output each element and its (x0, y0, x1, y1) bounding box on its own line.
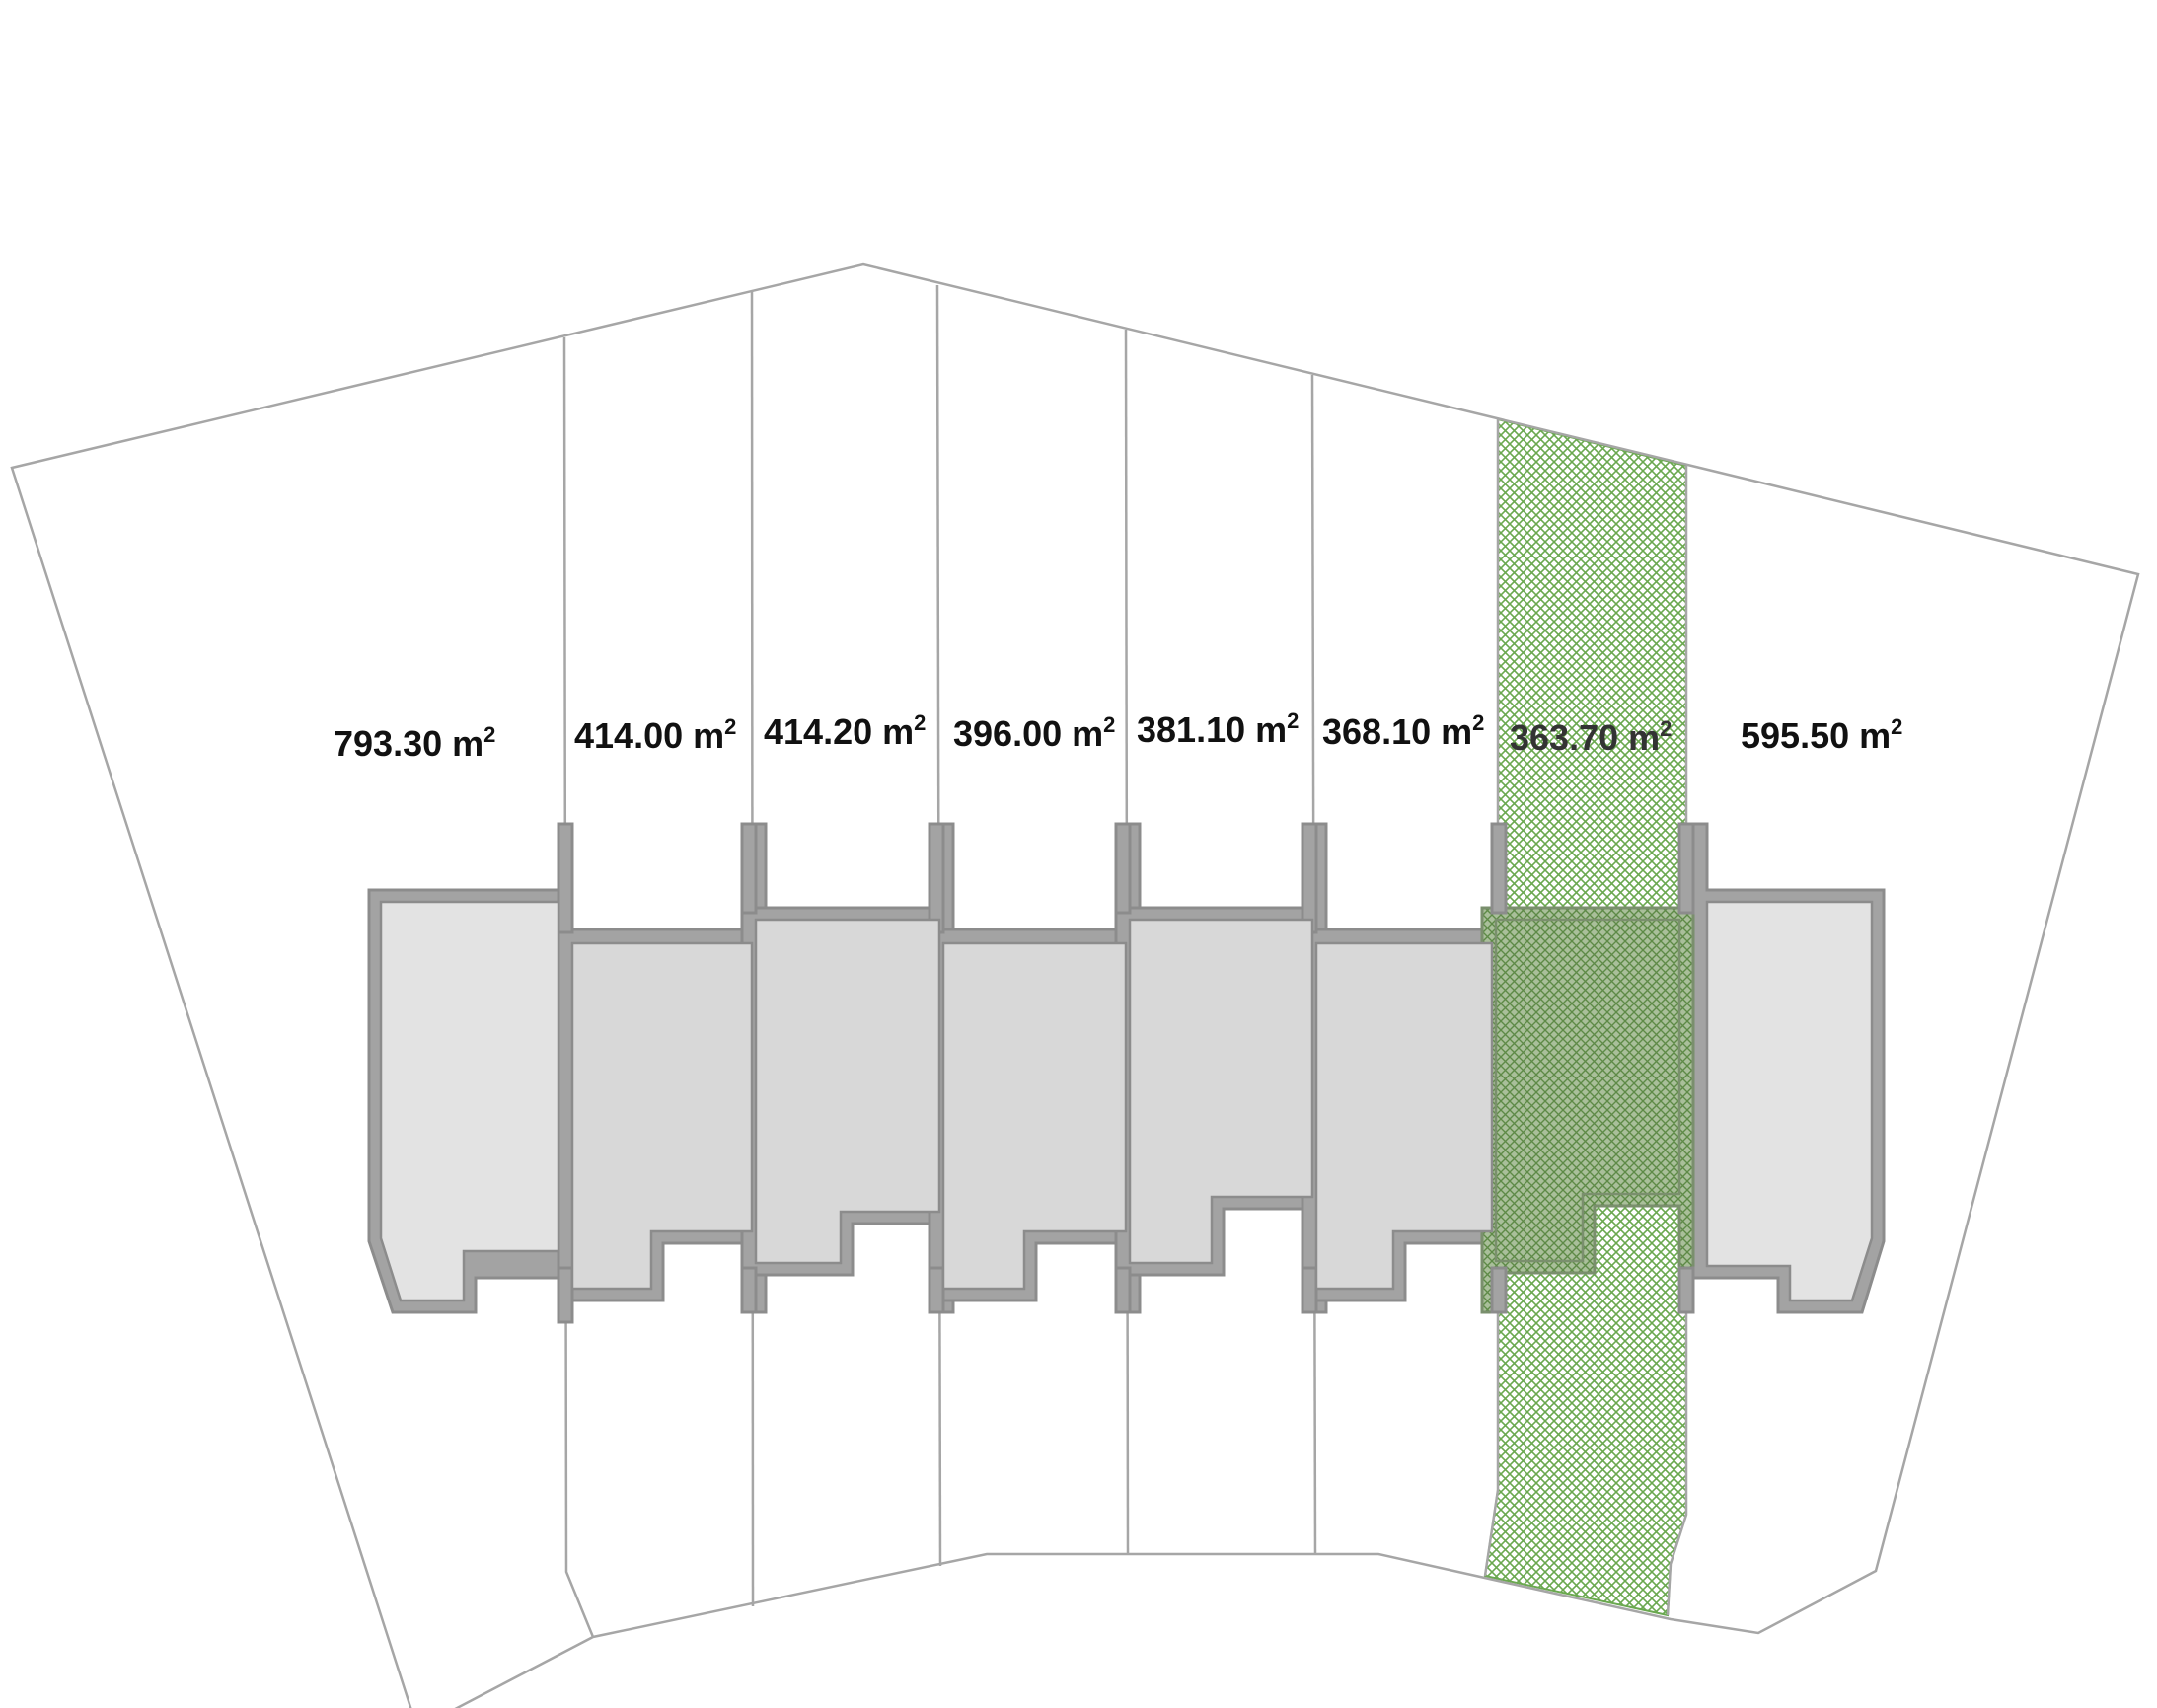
lot-area-labels: 793.30 m2 414.00 m2 414.20 m2 396.00 m2 … (334, 708, 1902, 764)
unit-1-interior (379, 900, 560, 1302)
lot-7-area-label: 363.70 m2 (1510, 716, 1672, 758)
unit-5-interior (1128, 918, 1314, 1265)
unit-8-interior (1705, 900, 1874, 1302)
lot-8-area-label: 595.50 m2 (1741, 714, 1902, 756)
lot-6-area-label: 368.10 m2 (1322, 710, 1484, 752)
lot-1-area-label: 793.30 m2 (334, 722, 495, 764)
site-boundary (10, 262, 2140, 1708)
unit-3-interior (754, 918, 941, 1265)
unit-interiors (379, 900, 1874, 1302)
divider-6 (1483, 419, 1500, 1577)
lot-4-area-label: 396.00 m2 (953, 712, 1115, 754)
unit-2-interior (570, 941, 754, 1291)
divider-1 (562, 336, 595, 1638)
lot-5-area-label: 381.10 m2 (1137, 708, 1299, 750)
lot-3-area-label: 414.20 m2 (764, 710, 926, 752)
unit-6-interior (1314, 941, 1494, 1291)
unit-7-interior (1494, 918, 1681, 1263)
lot-2-area-label: 414.00 m2 (574, 714, 736, 756)
unit-4-interior (941, 941, 1128, 1291)
